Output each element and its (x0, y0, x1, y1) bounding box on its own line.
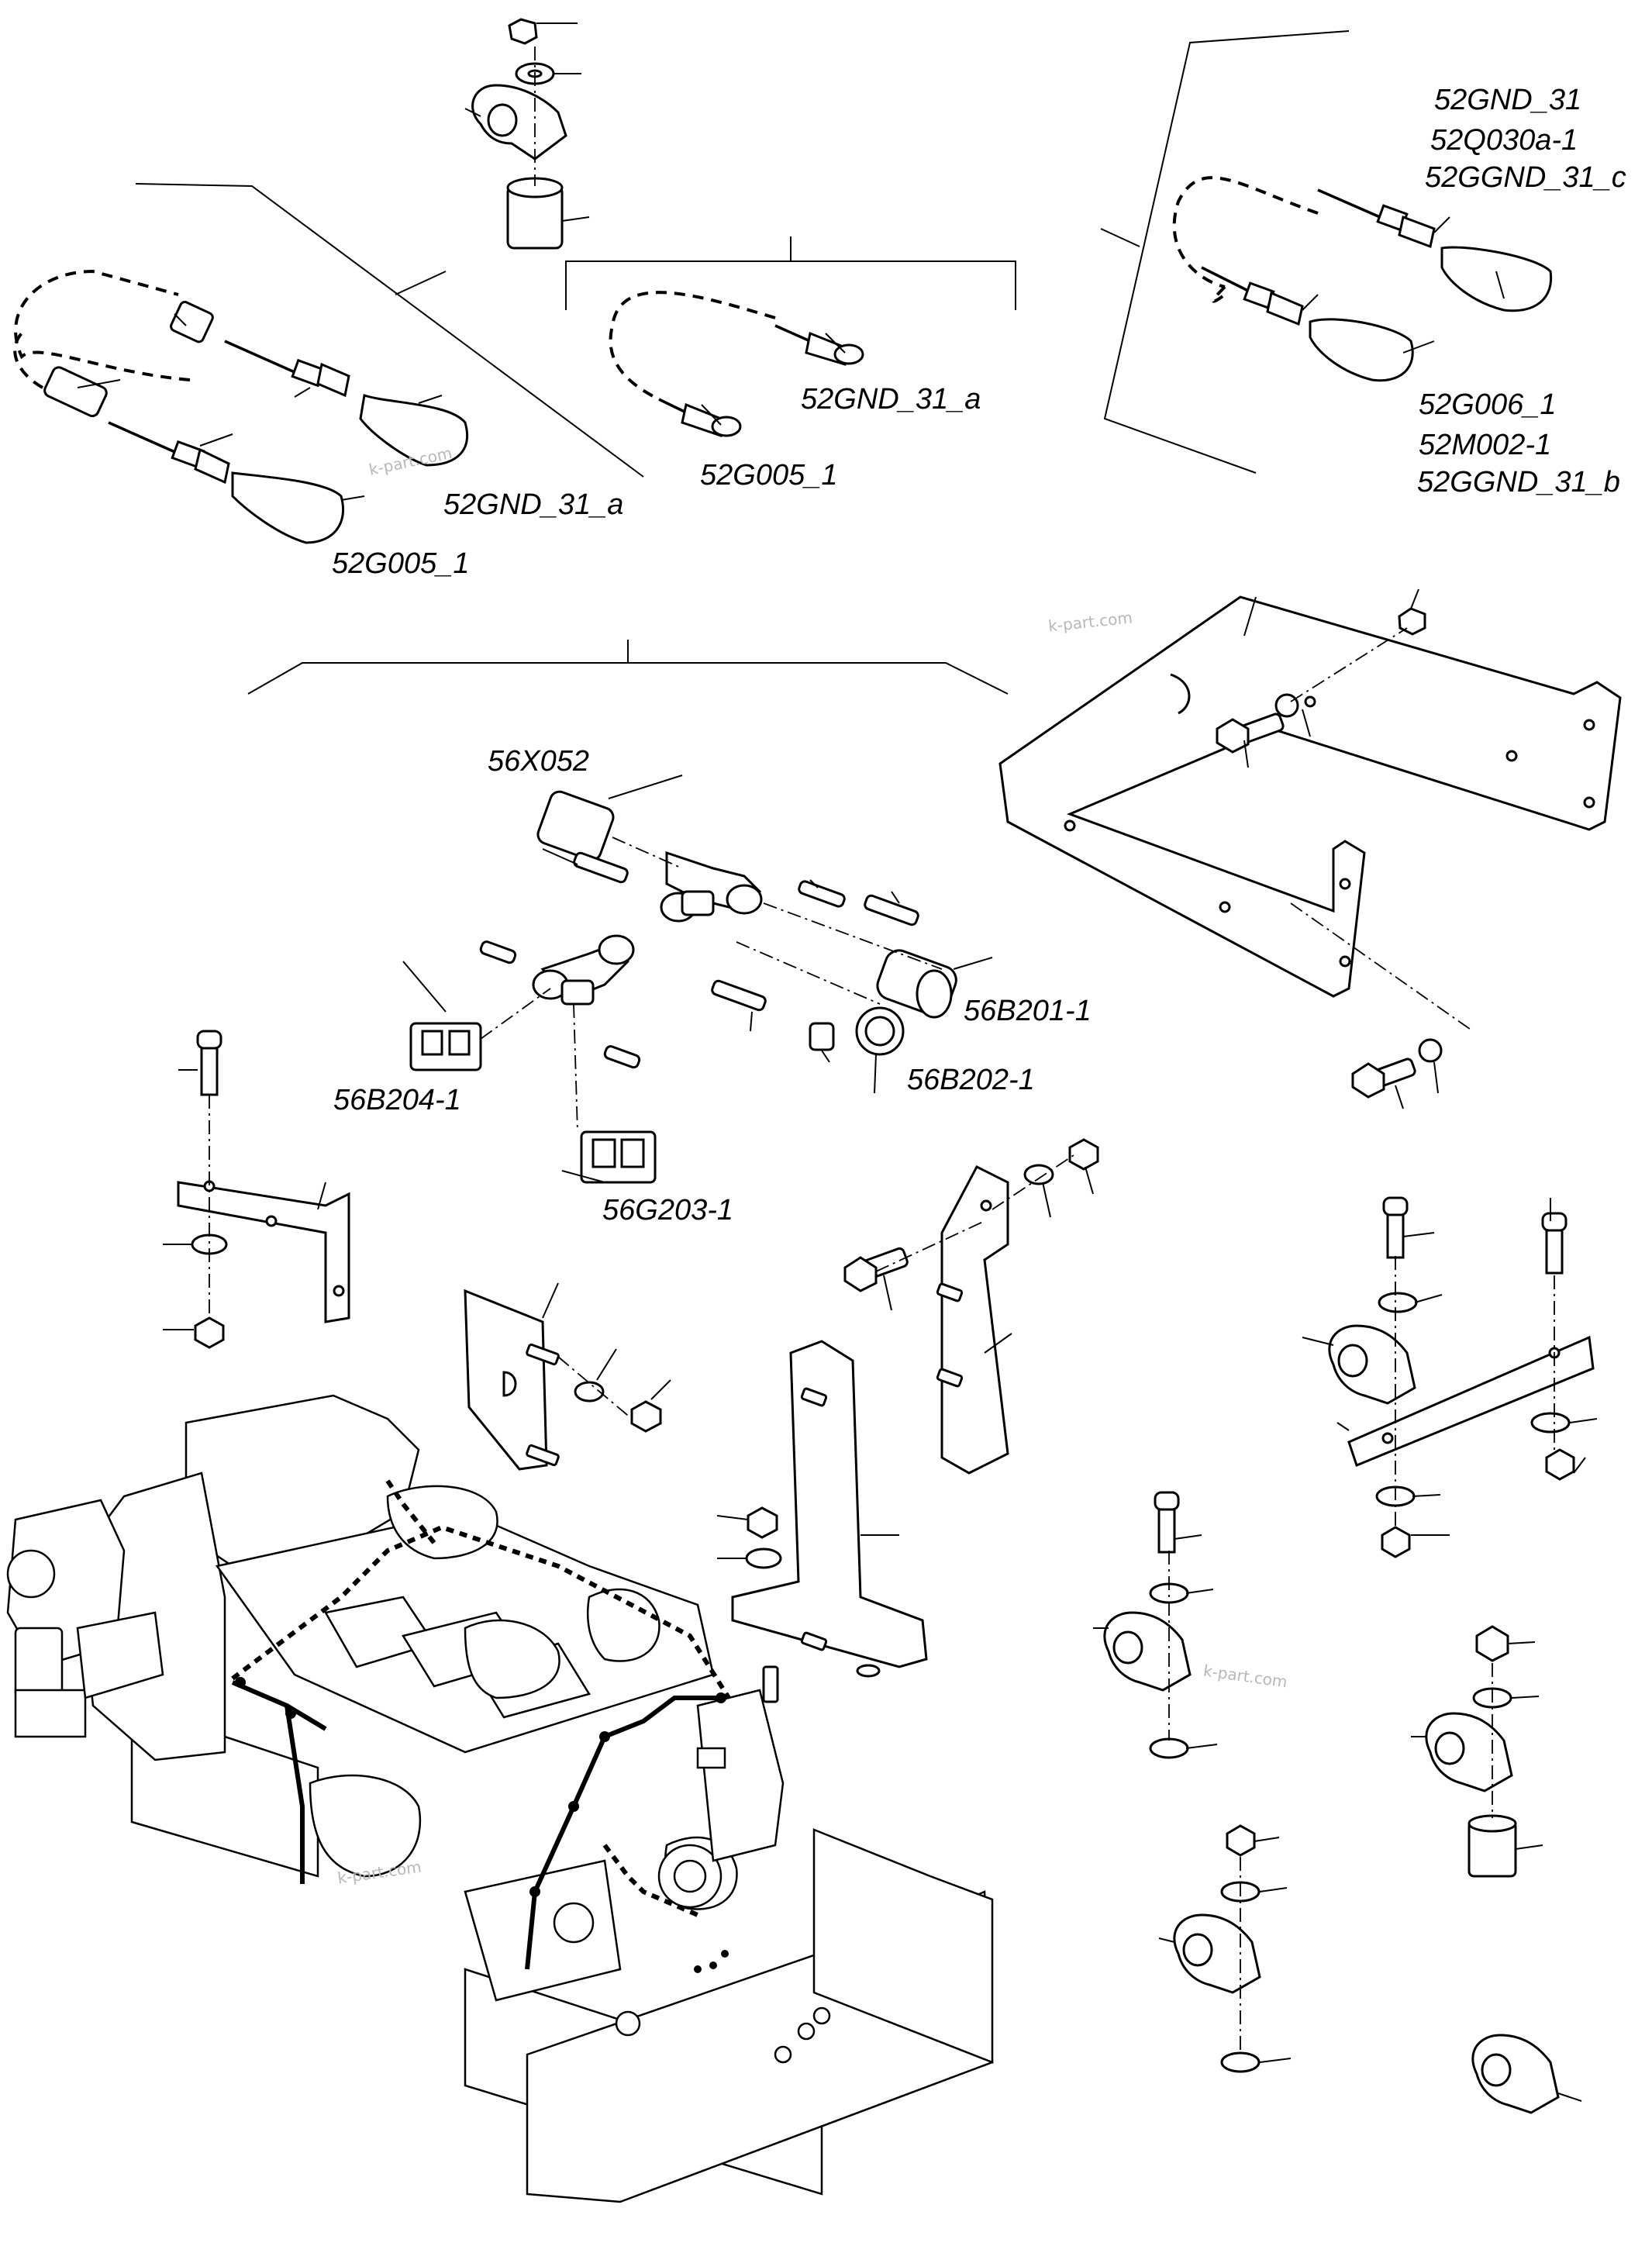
label-center-52gnd-31-a: 52GND_31_a (801, 383, 981, 416)
bolt-ru1-icon (1386, 1213, 1405, 1259)
pin-4-icon (711, 979, 767, 1012)
ring-terminal-right-upper-icon (1398, 215, 1436, 249)
boot-cover-right-lower-icon (1309, 318, 1414, 382)
label-52ggnd-31-c: 52GGND_31_c (1425, 161, 1626, 194)
bolt-ru2-icon (1545, 1229, 1564, 1275)
bottom-clamp-group-center (1158, 1824, 1292, 2073)
wiring-harness-main (231, 1680, 305, 1884)
washer-upper-icon (1274, 693, 1299, 718)
strip-bracket-icon (940, 1165, 1009, 1475)
tall-bracket-center (716, 1340, 928, 1703)
bolt-left-icon (200, 1047, 219, 1096)
pin-2-icon (798, 880, 846, 908)
left-cable-group (13, 183, 644, 544)
washer-lower-icon (1418, 1038, 1443, 1063)
center-cable-group (565, 236, 1016, 437)
pin-3-icon (864, 894, 919, 926)
connector-assembly (247, 640, 1009, 1184)
boot-cover-right-upper-icon (1440, 246, 1553, 312)
label-52m002-1: 52M002-1 (1419, 429, 1552, 461)
fitting-lower-icon (43, 366, 108, 418)
cable-right-upper-icon (1172, 176, 1319, 288)
pin-6-icon (603, 1045, 641, 1069)
boot-cover-upper-icon (359, 394, 469, 467)
wiring-harness-dashed (231, 1524, 731, 1699)
nut-strip-icon (1068, 1138, 1099, 1171)
washer-plate-icon (574, 1381, 605, 1403)
starter-motor (309, 1774, 422, 1878)
right-clamp-group-upper (1302, 1196, 1598, 1558)
nut-center-icon (747, 1506, 778, 1539)
pipe-clamp-icon (471, 84, 567, 160)
bottom-clamp-group-right (1471, 2034, 1582, 2114)
angle-bracket-left-icon (177, 1181, 350, 1323)
nut-ru3-icon (1381, 1526, 1411, 1558)
label-left-52gnd-31-a: 52GND_31_a (443, 488, 624, 521)
washer-ru2-icon (1530, 1412, 1571, 1434)
label-56b204-1: 56B204-1 (333, 1084, 461, 1116)
nut-bc-icon (1226, 1824, 1256, 1857)
left-small-bracket (163, 1030, 350, 1349)
flat-bar-icon (1347, 1335, 1595, 1467)
boot-cover-lower-icon (231, 471, 345, 544)
top-clamp-stack (464, 18, 590, 250)
pin-5-icon (479, 940, 517, 964)
fitting-upper-icon (170, 301, 214, 343)
plug-icon (809, 1022, 835, 1051)
tall-bracket-icon (731, 1340, 928, 1668)
strip-bracket (843, 1138, 1099, 1475)
connector-56x052-icon (536, 790, 615, 861)
label-52g006-1: 52G006_1 (1419, 388, 1557, 421)
label-56b202-1: 56B202-1 (907, 1064, 1035, 1096)
washer-rl2-icon (1149, 1737, 1189, 1759)
label-56g203-1: 56G203-1 (602, 1194, 734, 1227)
washer-bc2-icon (1220, 2051, 1261, 2073)
engine-assembly (6, 1394, 994, 2203)
nut-left-icon (194, 1316, 225, 1349)
nut-plate-icon (630, 1400, 662, 1433)
cable-left-upper-icon (14, 269, 191, 381)
cable-center-upper-icon (609, 291, 776, 401)
right-cable-group (1100, 30, 1553, 474)
right-clamp-group-lower-left (1093, 1491, 1218, 1759)
pin-1-icon (573, 851, 629, 884)
right-clamp-group-lower-right (1411, 1625, 1543, 1878)
nut-ru2-icon (1545, 1448, 1575, 1481)
junction-box (696, 1747, 726, 1769)
ring-terminal-lower-icon (194, 447, 230, 485)
label-52gnd-31: 52GND_31 (1434, 84, 1582, 116)
nut-rr-icon (1475, 1625, 1509, 1662)
ring-terminal-upper-icon (316, 362, 350, 398)
hex-nut-icon (508, 18, 538, 45)
washer-center-icon (745, 1547, 782, 1569)
label-56x052: 56X052 (488, 745, 590, 778)
turbo-icon (464, 1619, 560, 1699)
label-56b201-1: 56B201-1 (964, 995, 1092, 1027)
stud-plate (464, 1282, 671, 1471)
washer-strip-icon (1023, 1164, 1054, 1185)
mounting-bracket-icon (998, 595, 1622, 998)
label-52q030a-1: 52Q030a-1 (1430, 124, 1578, 157)
label-52ggnd-31-b: 52GGND_31_b (1417, 466, 1620, 499)
ring-terminal-right-lower-icon (1266, 291, 1304, 326)
u-bracket (998, 588, 1622, 1109)
label-center-52g005-1: 52G005_1 (700, 459, 838, 492)
bolt-rl-icon (1157, 1508, 1176, 1554)
washer-ru1-icon (1378, 1292, 1418, 1313)
label-left-52g005-1: 52G005_1 (332, 547, 470, 580)
